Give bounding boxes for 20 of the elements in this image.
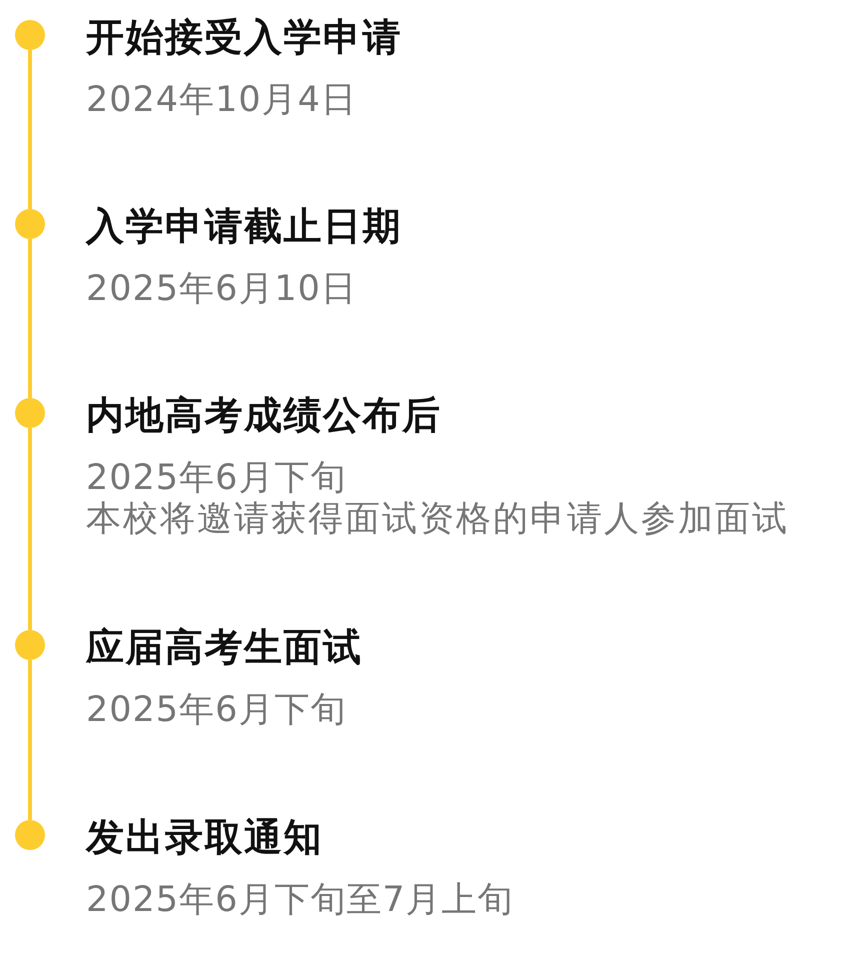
milestone-title: 发出录取通知: [86, 814, 324, 860]
milestone-date: 2025年6月下旬至7月上旬: [86, 880, 514, 921]
milestone-note: 本校将邀请获得面试资格的申请人参加面试: [86, 499, 789, 540]
timeline-line: [28, 50, 32, 209]
milestone-date: 2025年6月10日: [86, 269, 358, 310]
milestone-title: 入学申请截止日期: [86, 203, 402, 249]
milestone-title: 内地高考成绩公布后: [86, 392, 442, 438]
timeline-dot: [15, 398, 45, 428]
milestone-date: 2025年6月下旬: [86, 458, 348, 499]
milestone-date: 2024年10月4日: [86, 80, 358, 121]
timeline-dot: [15, 630, 45, 660]
timeline-dot: [15, 20, 45, 50]
milestone-title: 应届高考生面试: [86, 624, 362, 670]
timeline-line: [28, 660, 32, 820]
timeline-dot: [15, 209, 45, 239]
milestone-date: 2025年6月下旬: [86, 690, 348, 731]
timeline-line: [28, 428, 32, 630]
milestone-title: 开始接受入学申请: [86, 14, 402, 60]
timeline-line: [28, 239, 32, 398]
timeline-dot: [15, 820, 45, 850]
